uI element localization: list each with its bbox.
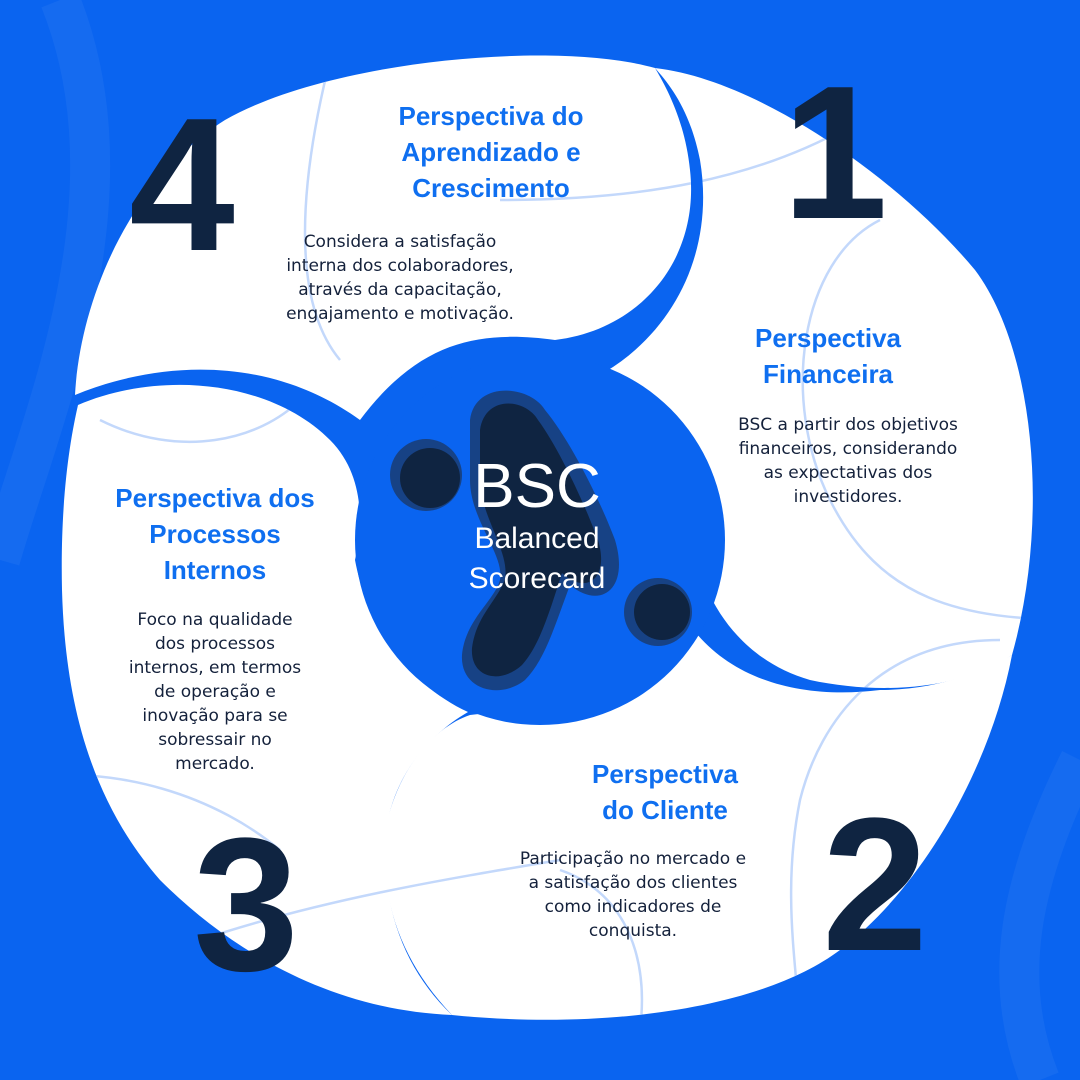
desc-line: interna dos colaboradores, bbox=[286, 256, 514, 276]
petal-4 bbox=[75, 55, 692, 421]
perspective-1-description: BSC a partir dos objetivos financeiros, … bbox=[708, 413, 988, 509]
desc-line: internos, em termos bbox=[128, 658, 302, 678]
desc-line: conquista. bbox=[588, 921, 678, 941]
number-1: 1 bbox=[782, 47, 888, 259]
center-title: BSC bbox=[473, 452, 601, 521]
title-line: Aprendizado e bbox=[401, 137, 581, 167]
perspective-4-title: Perspectiva do Aprendizado e Crescimento bbox=[331, 98, 651, 206]
title-line: Processos bbox=[149, 519, 281, 549]
number-3: 3 bbox=[193, 799, 299, 1011]
title-line: Financeira bbox=[762, 359, 894, 389]
perspective-3-description: Foco na qualidade dos processos internos… bbox=[95, 608, 335, 776]
desc-line: engajamento e motivação. bbox=[286, 304, 514, 324]
perspective-3-title: Perspectiva dos Processos Internos bbox=[75, 480, 355, 588]
center-subtitle-line2: Scorecard bbox=[468, 562, 606, 595]
desc-line: Considera a satisfação bbox=[303, 232, 497, 252]
desc-line: Foco na qualidade bbox=[137, 610, 293, 630]
title-line: Internos bbox=[163, 555, 267, 585]
desc-line: sobressair no bbox=[158, 730, 272, 750]
center-subtitle-line1: Balanced bbox=[474, 522, 600, 555]
perspective-1-title: Perspectiva Financeira bbox=[708, 320, 948, 392]
desc-line: através da capacitação, bbox=[298, 280, 502, 300]
desc-line: as expectativas dos bbox=[763, 463, 933, 483]
number-4: 4 bbox=[129, 79, 235, 291]
desc-line: Participação no mercado e bbox=[519, 849, 747, 869]
desc-line: investidores. bbox=[793, 487, 903, 507]
desc-line: inovação para se bbox=[142, 706, 288, 726]
title-line: Crescimento bbox=[412, 173, 570, 203]
petal-3 bbox=[61, 384, 468, 1015]
desc-line: a satisfação dos clientes bbox=[528, 873, 738, 893]
center-logo-blob bbox=[390, 390, 692, 691]
desc-line: BSC a partir dos objetivos bbox=[738, 415, 958, 435]
perspective-2-title: Perspectiva do Cliente bbox=[545, 756, 785, 828]
desc-line: de operação e bbox=[154, 682, 276, 702]
perspective-2-description: Participação no mercado e a satisfação d… bbox=[483, 847, 783, 943]
desc-line: dos processos bbox=[154, 634, 276, 654]
desc-line: mercado. bbox=[175, 754, 255, 774]
desc-line: como indicadores de bbox=[544, 897, 722, 917]
title-line: Perspectiva dos bbox=[115, 483, 315, 513]
title-line: Perspectiva bbox=[755, 323, 901, 353]
petals bbox=[61, 55, 1033, 1020]
title-line: do Cliente bbox=[602, 795, 728, 825]
title-line: Perspectiva bbox=[592, 759, 738, 789]
title-line: Perspectiva do bbox=[398, 101, 584, 131]
desc-line: financeiros, considerando bbox=[738, 439, 958, 459]
number-2: 2 bbox=[822, 779, 928, 991]
perspective-4-description: Considera a satisfação interna dos colab… bbox=[250, 230, 550, 326]
